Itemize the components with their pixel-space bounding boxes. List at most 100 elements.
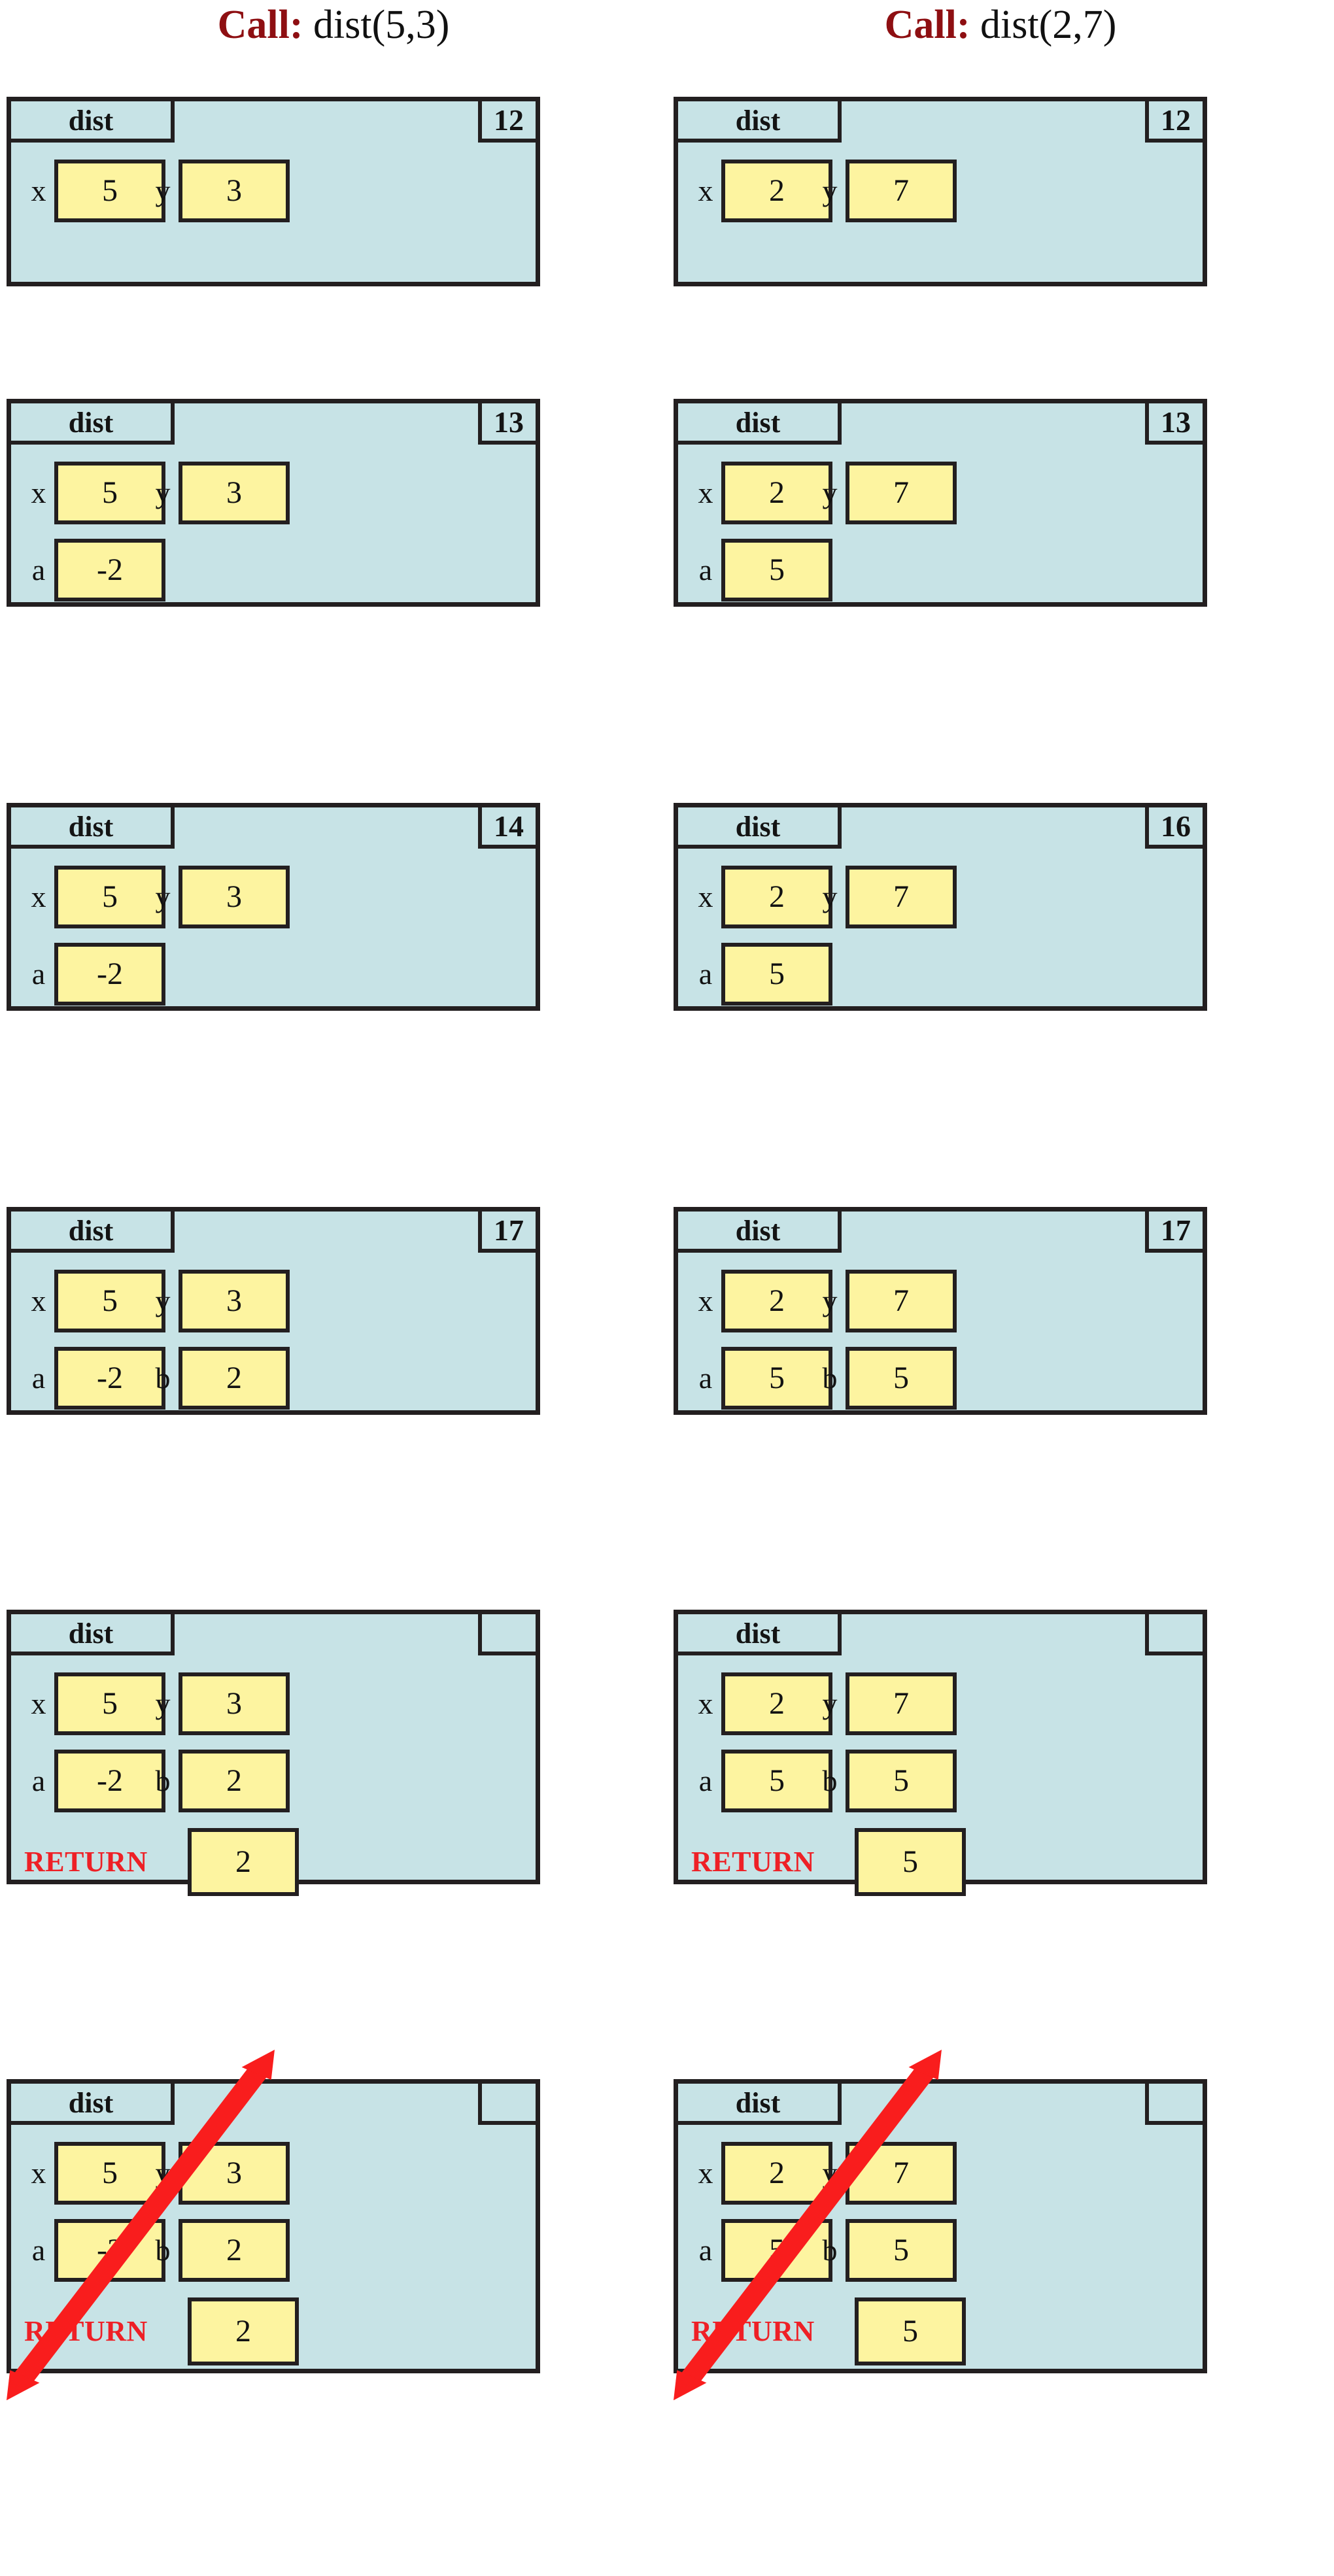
variable-name: y — [822, 1284, 838, 1317]
variable-name: x — [31, 2156, 46, 2190]
variable-name: x — [698, 1284, 713, 1317]
call-expression: dist(2,7) — [980, 3, 1117, 47]
frame-bottom-padding — [678, 2363, 1203, 2382]
frame-bottom-padding — [678, 1006, 1203, 1025]
frame-bottom-padding — [11, 1410, 536, 1429]
variable-value-box: 3 — [179, 866, 290, 928]
line-number-label: 17 — [494, 1213, 524, 1247]
variable-name: y — [822, 476, 838, 509]
variable-value-box: 2 — [721, 462, 832, 524]
variable-name: y — [822, 880, 838, 913]
variable-name: x — [698, 174, 713, 207]
function-name-label: dist — [735, 1618, 781, 1650]
variable-value-box: 3 — [179, 462, 290, 524]
frame-bottom-padding — [678, 222, 1203, 242]
variable-name: b — [155, 1764, 171, 1797]
function-name-label: dist — [68, 811, 114, 843]
line-number-label: 12 — [1161, 103, 1191, 137]
line-number-tab — [478, 2084, 536, 2125]
variable-name: b — [822, 1361, 838, 1395]
function-name-label: dist — [68, 105, 114, 137]
function-name-tab: dist — [11, 807, 175, 849]
function-name-tab: dist — [678, 2084, 842, 2125]
variable-name: x — [698, 1687, 713, 1720]
variable-name: x — [31, 476, 46, 509]
frame-header: dist 12 — [678, 101, 1203, 143]
variable-name: x — [31, 1284, 46, 1317]
variable-name: x — [31, 174, 46, 207]
function-name-label: dist — [735, 2087, 781, 2119]
variable-name: a — [698, 957, 713, 991]
function-name-tab: dist — [678, 1614, 842, 1655]
variable-value-box: 5 — [54, 462, 165, 524]
frame-header: dist — [11, 2084, 536, 2125]
variable-value-box: 7 — [846, 160, 957, 222]
variable-value-box: 2 — [179, 1750, 290, 1812]
line-number-tab: 12 — [478, 101, 536, 143]
variable-name: a — [698, 1764, 713, 1797]
variable-name: a — [31, 2233, 46, 2267]
function-name-tab: dist — [11, 101, 175, 143]
function-name-tab: dist — [678, 101, 842, 143]
line-number-tab — [478, 1614, 536, 1655]
variable-name: b — [155, 1361, 171, 1395]
variable-value-box: 3 — [179, 1672, 290, 1735]
variable-name: a — [31, 1361, 46, 1395]
line-number-label: 12 — [494, 103, 524, 137]
variable-name: a — [698, 2233, 713, 2267]
variable-value-box: 2 — [721, 866, 832, 928]
variable-value-box: 2 — [721, 1270, 832, 1332]
variable-value-box: 5 — [846, 1347, 957, 1410]
variable-value-box: 3 — [179, 160, 290, 222]
variable-value-box: 7 — [846, 1270, 957, 1332]
frame-header: dist 16 — [678, 807, 1203, 849]
frame-bottom-padding — [678, 1410, 1203, 1429]
function-name-label: dist — [735, 407, 781, 439]
function-name-tab: dist — [678, 807, 842, 849]
variable-name: x — [698, 2156, 713, 2190]
variable-value-box: 3 — [179, 2142, 290, 2205]
variable-name: y — [822, 1687, 838, 1720]
variable-row: a-2 — [11, 539, 536, 602]
function-name-label: dist — [68, 1215, 114, 1247]
call-keyword: Call: — [217, 3, 303, 47]
function-name-label: dist — [68, 407, 114, 439]
variable-name: a — [31, 1764, 46, 1797]
line-number-tab — [1145, 1614, 1203, 1655]
variable-value-box: 2 — [179, 1347, 290, 1410]
variable-name: y — [822, 174, 838, 207]
variable-name: y — [155, 2156, 171, 2190]
line-number-label: 16 — [1161, 809, 1191, 843]
variable-value-box: 5 — [721, 943, 832, 1006]
frame-bottom-padding — [11, 602, 536, 621]
frame-header: dist — [11, 1614, 536, 1655]
function-name-tab: dist — [11, 2084, 175, 2125]
